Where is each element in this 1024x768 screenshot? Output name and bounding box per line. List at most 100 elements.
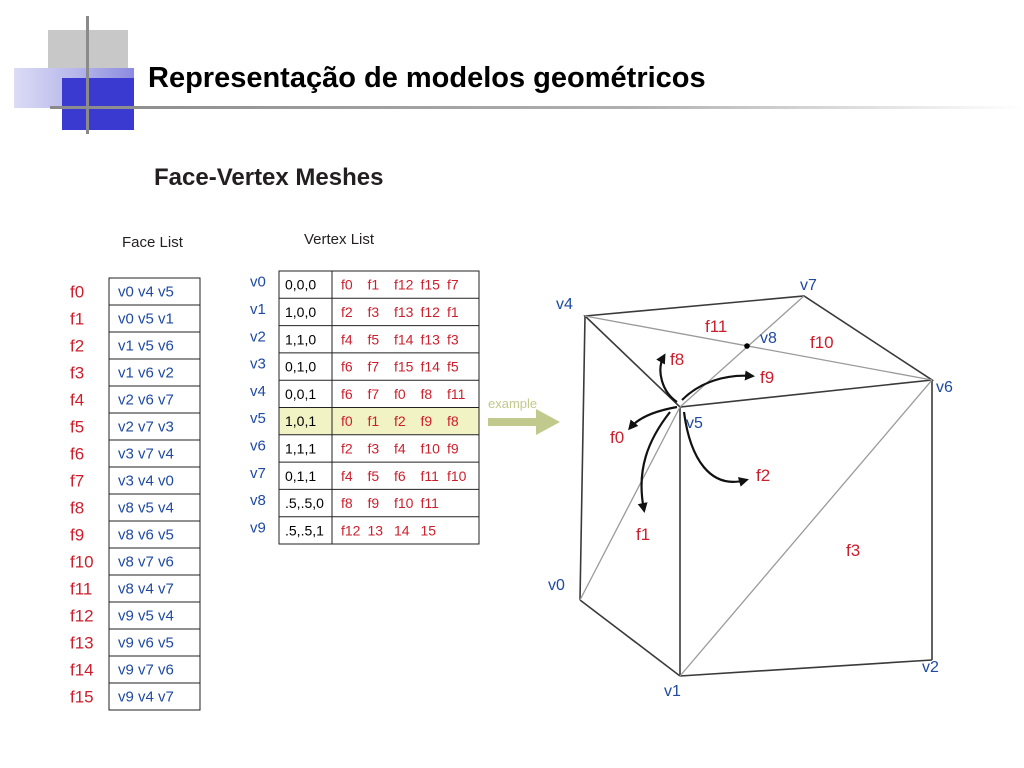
- vertex-list-face-ref: f13: [394, 304, 414, 320]
- vertex-list-face-ref: f3: [447, 331, 459, 347]
- face-list-face-label: f3: [70, 364, 84, 383]
- cube-edge-v1-v2: [679, 659, 933, 677]
- vertex-list-coord-cell: 1,0,0: [285, 304, 316, 320]
- vertex-list-face-ref: f8: [341, 495, 353, 511]
- title-decoration-vertical-line: [86, 16, 89, 134]
- face-list-vertices-cell: v8 v6 v5: [118, 527, 174, 544]
- figure-heading: Face-Vertex Meshes: [154, 164, 383, 191]
- face-list-vertices-cell: v3 v4 v0: [118, 473, 174, 490]
- face-list-vertices-cell: v2 v6 v7: [118, 392, 174, 409]
- cube-label-f8: f8: [670, 350, 684, 369]
- vertex-list-coord-cell: 0,1,0: [285, 359, 316, 375]
- cube-label-f1: f1: [636, 525, 650, 544]
- arrow-to-f0: [628, 405, 678, 431]
- cube-label-v1: v1: [664, 683, 681, 700]
- vertex-list-coord-cell: 0,0,1: [285, 386, 316, 402]
- vertex-list-face-ref: f11: [447, 386, 466, 402]
- vertex-list-face-ref: f6: [341, 359, 353, 375]
- face-list-face-label: f7: [70, 472, 84, 491]
- vertex-list-face-ref: f4: [341, 468, 353, 484]
- cube-label-f11: f11: [705, 317, 727, 336]
- vertex-list-coord-cell: 0,0,0: [285, 277, 316, 293]
- vertex-list-vertex-label: v2: [250, 328, 266, 345]
- vertex-list-face-ref: f4: [341, 331, 353, 347]
- vertex-list-face-ref: f3: [368, 304, 380, 320]
- cube-label-f2: f2: [756, 466, 770, 485]
- vertex-list-face-ref: f15: [421, 277, 441, 293]
- cube-diagonal-v4-v6: [584, 315, 933, 381]
- cube-label-v6: v6: [936, 379, 953, 396]
- vertex-list-face-ref: f11: [421, 468, 440, 484]
- face-list-vertices-cell: v8 v4 v7: [118, 581, 174, 598]
- face-list-face-label: f6: [70, 445, 84, 464]
- vertex-list-vertex-label: v7: [250, 465, 266, 482]
- vertex-list-face-ref: f0: [394, 386, 406, 402]
- face-list-vertices-cell: v9 v4 v7: [118, 689, 174, 706]
- face-list-face-label: f1: [70, 310, 84, 329]
- face-list-face-label: f12: [70, 607, 94, 626]
- vertex-list-face-ref: f10: [421, 440, 441, 456]
- vertex-list-face-ref: f0: [341, 413, 353, 429]
- vertex-list-face-ref: f2: [341, 440, 353, 456]
- vertex-list-face-ref: f14: [394, 331, 414, 347]
- face-list-vertices-cell: v0 v5 v1: [118, 311, 174, 328]
- face-list-vertices-cell: v8 v5 v4: [118, 500, 174, 517]
- cube-label-v4: v4: [556, 296, 573, 313]
- vertex-list-vertex-label: v6: [250, 437, 266, 454]
- cube-edge-v4-v0: [579, 315, 586, 601]
- vertex-list-face-ref: f2: [341, 304, 353, 320]
- vertex-list-face-ref: f7: [447, 277, 459, 293]
- vertex-list-face-ref: f6: [394, 468, 406, 484]
- cube-label-f10: f10: [810, 333, 834, 352]
- face-list-vertices-cell: v9 v5 v4: [118, 608, 174, 625]
- vertex-list-face-ref: f7: [368, 359, 380, 375]
- title-decoration-blue-square: [62, 78, 134, 130]
- face-list-vertices-cell: v3 v7 v4: [118, 446, 174, 463]
- vertex-list-face-ref: f12: [394, 277, 414, 293]
- vertex-list-face-ref: f7: [368, 386, 380, 402]
- vertex-list-coord-cell: 1,1,0: [285, 331, 316, 347]
- face-list-face-label: f15: [70, 688, 94, 707]
- cube-label-v5: v5: [686, 415, 703, 432]
- face-list-face-label: f5: [70, 418, 84, 437]
- vertex-list-face-ref: f1: [368, 277, 380, 293]
- cube-label-v7: v7: [800, 277, 817, 294]
- vertex-list-face-ref: f5: [368, 468, 380, 484]
- arrow-to-f9: [681, 370, 755, 401]
- arrow-to-f1: [637, 411, 671, 513]
- vertex-list-face-ref: f9: [368, 495, 380, 511]
- face-list-face-label: f13: [70, 634, 94, 653]
- face-list-face-label: f0: [70, 283, 84, 302]
- vertex-list-vertex-label: v4: [250, 383, 266, 400]
- cube-top-face: [583, 295, 935, 408]
- cube-label-f9: f9: [760, 368, 774, 387]
- vertex-list-face-ref: f9: [421, 413, 433, 429]
- vertex-list-coord-cell: 1,0,1: [285, 413, 316, 429]
- vertex-list-face-ref: f13: [421, 331, 441, 347]
- vertex-list-vertex-label: v8: [250, 492, 266, 509]
- vertex-list-vertex-label: v9: [250, 519, 266, 536]
- vertex-list-vertex-label: v5: [250, 410, 266, 427]
- vertex-list-face-ref: f8: [421, 386, 433, 402]
- cube-label-f3: f3: [846, 541, 860, 560]
- vertex-list-coord-cell: .5,.5,0: [285, 495, 324, 511]
- vertex-list-face-ref: f6: [341, 386, 353, 402]
- face-list-vertices-cell: v1 v5 v6: [118, 338, 174, 355]
- cube-diagonal-v7-v5: [679, 295, 805, 408]
- vertex-list-face-ref: f14: [421, 359, 441, 375]
- vertex-list-face-ref: f12: [341, 522, 361, 538]
- face-list-vertices-cell: v0 v4 v5: [118, 284, 174, 301]
- vertex-list-coord-cell: .5,.5,1: [285, 522, 324, 538]
- arrow-to-f2: [682, 411, 749, 487]
- vertex-list-vertex-label: v0: [250, 274, 266, 291]
- vertex-list-face-ref: f4: [394, 440, 406, 456]
- face-list-vertices-cell: v1 v6 v2: [118, 365, 174, 382]
- vertex-list-face-ref: f2: [394, 413, 406, 429]
- cube-edge-v0-v1: [579, 599, 681, 677]
- vertex-list-coord-cell: 0,1,1: [285, 468, 316, 484]
- cube-label-v0: v0: [548, 577, 565, 594]
- vertex-list-face-ref: f1: [368, 413, 380, 429]
